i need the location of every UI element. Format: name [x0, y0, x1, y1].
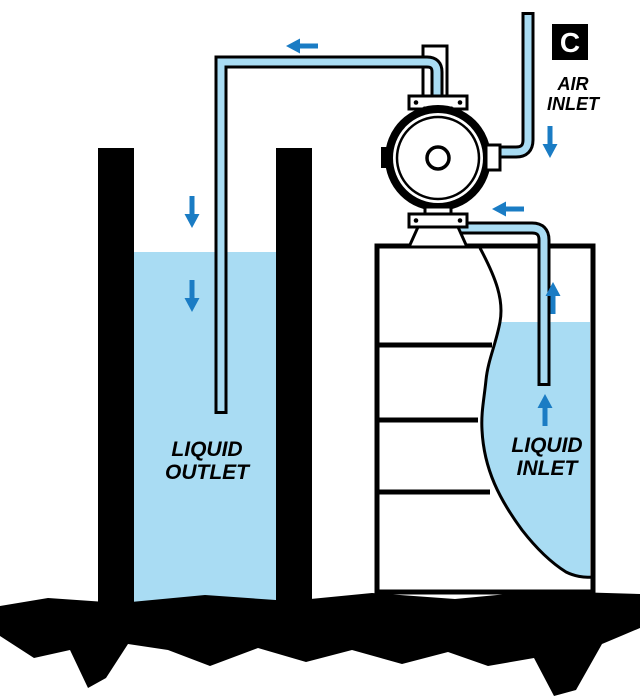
inlet-pipe: [452, 224, 548, 383]
flow-arrow-down-icon: [542, 126, 558, 158]
air-pipe: [498, 15, 532, 156]
flange-bolt: [413, 218, 419, 223]
outlet-tank-right-wall: [276, 148, 312, 612]
labels: C AIR INLET LIQUID OUTLET LIQUID INLET: [165, 24, 601, 484]
supply-drum: [374, 243, 596, 595]
air-inlet-label-line2: INLET: [547, 94, 601, 114]
pump-left-clamp: [381, 147, 390, 168]
ground-silhouette: [0, 591, 640, 696]
flange-bolt: [457, 100, 463, 105]
liquid-outlet-label-line1: LIQUID: [171, 438, 242, 461]
flange-bolt: [457, 218, 463, 223]
air-pipe-outline: [498, 12, 535, 159]
flow-arrow-left-icon: [286, 38, 318, 54]
liquid-inlet-label-line2: INLET: [517, 457, 580, 480]
outlet-tank-liquid: [134, 252, 276, 612]
flange-bolt: [413, 100, 419, 105]
liquid-outlet-label-line2: OUTLET: [165, 461, 251, 484]
drum-liquid: [481, 322, 590, 578]
pump-body-inner-ring: [395, 115, 481, 201]
drum-cutaway-edge: [478, 247, 593, 579]
piping: [214, 12, 551, 414]
air-inlet-tag-box: [552, 24, 588, 60]
outlet-tank: [98, 148, 312, 612]
liquid-inlet-label-line1: LIQUID: [511, 434, 582, 457]
pump-center-hub: [425, 145, 451, 171]
air-inlet-tag: C: [560, 27, 580, 58]
pump-bung-adapter: [406, 225, 470, 249]
diaphragm-pump: [381, 94, 502, 249]
outlet-tank-left-wall: [98, 148, 134, 612]
outlet-pipe: [217, 58, 441, 411]
flow-arrow-left-icon: [492, 201, 524, 217]
pump-air-inlet-port: [484, 143, 502, 172]
air-inlet-label-line1: AIR: [557, 74, 589, 94]
